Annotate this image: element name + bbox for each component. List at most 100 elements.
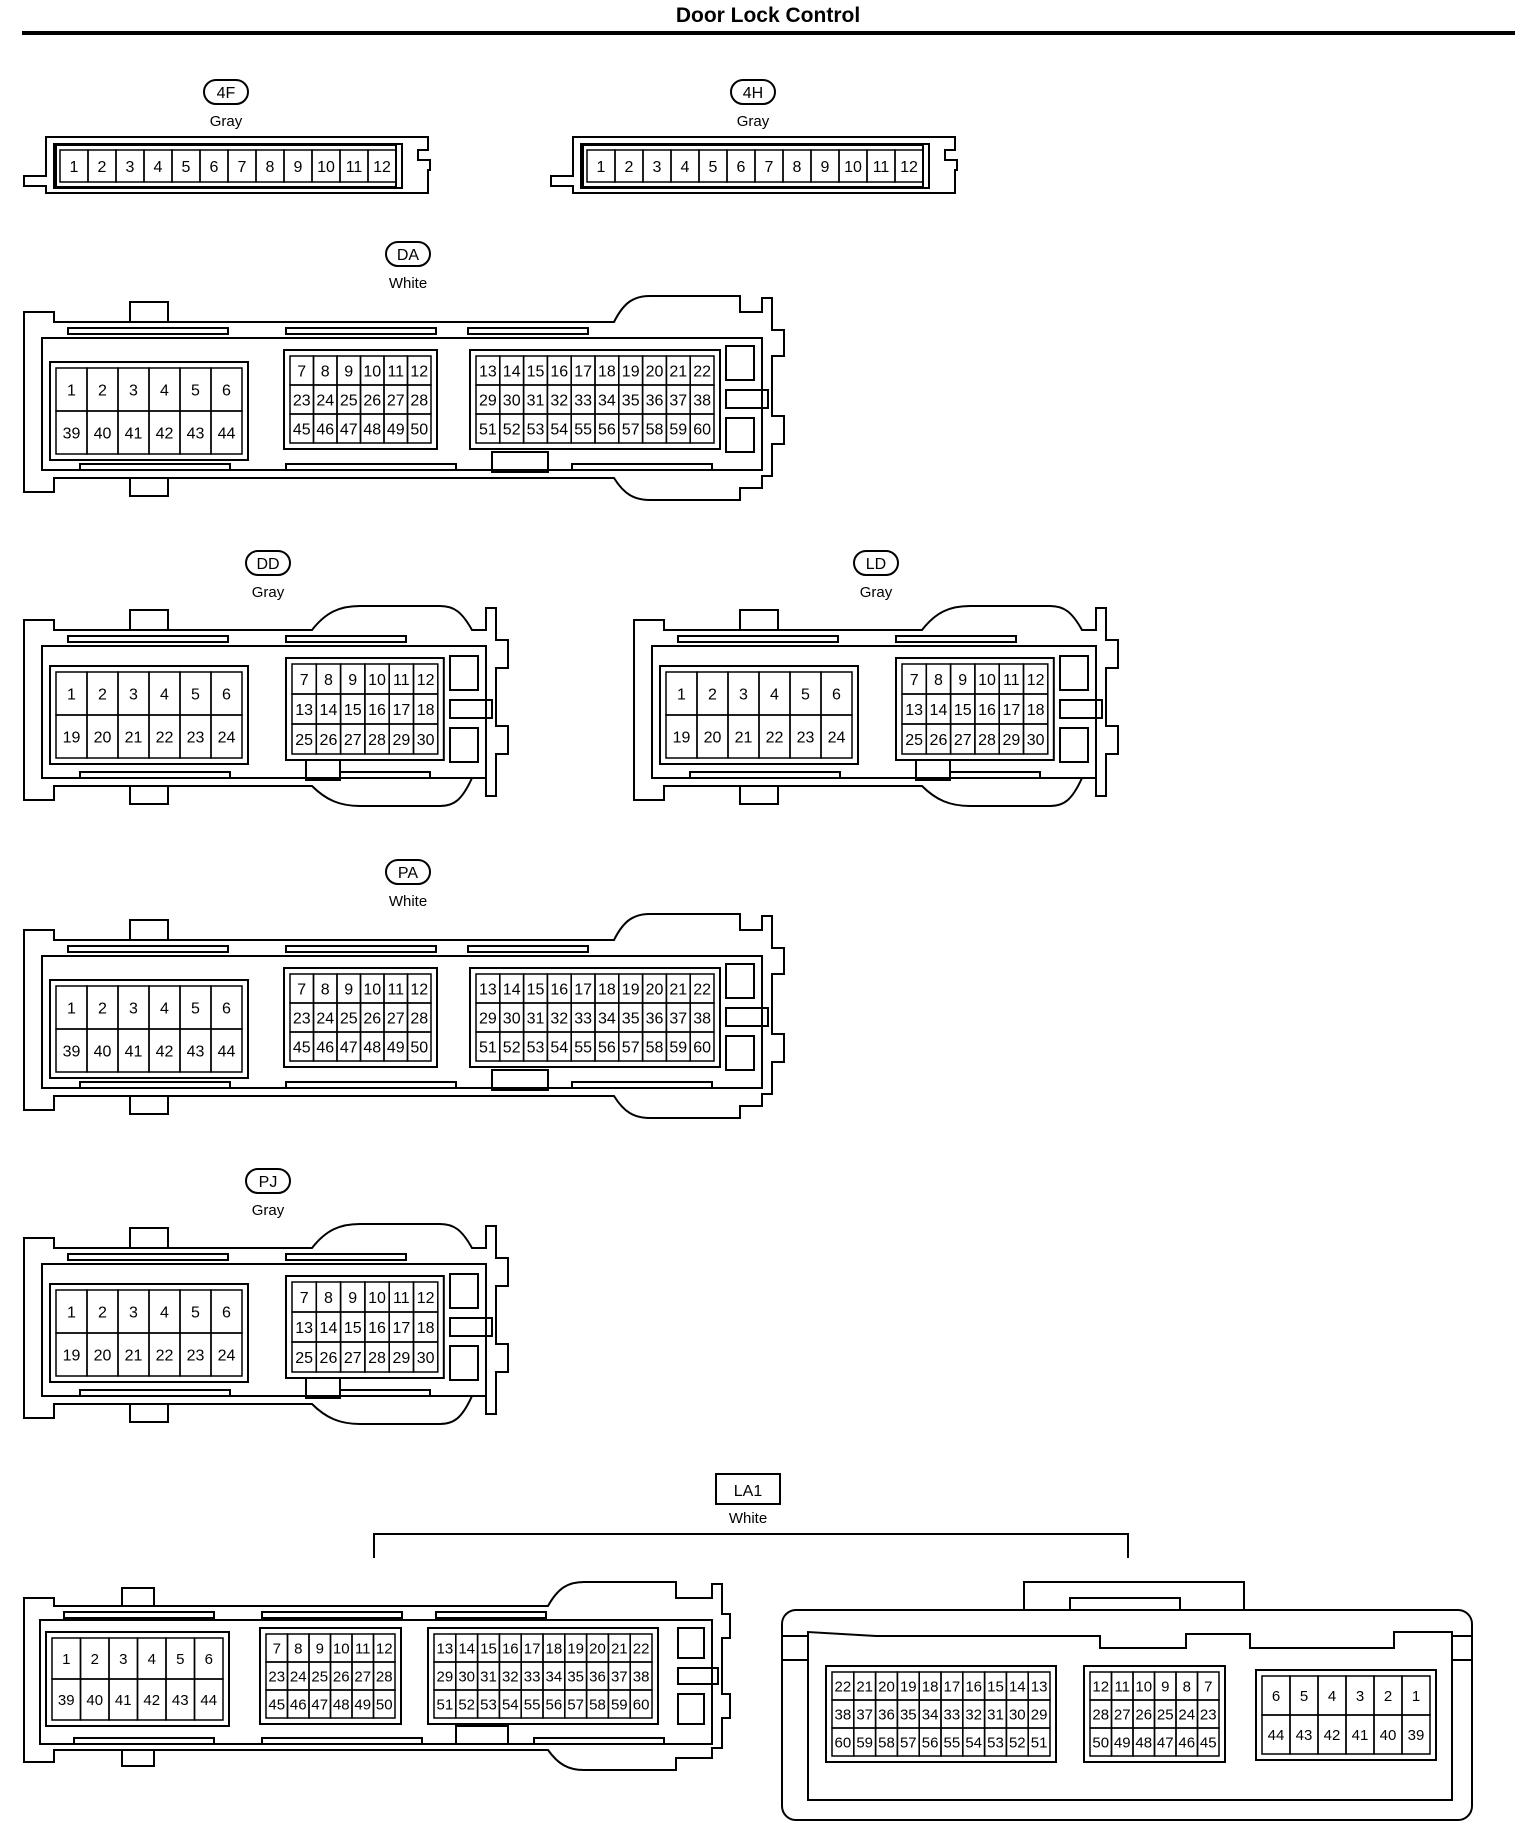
pin-number: 17 [574, 363, 592, 380]
connector-da-id: DA [397, 247, 420, 264]
pin-number: 51 [437, 1696, 454, 1713]
pin-number: 3 [129, 382, 138, 399]
pin-number: 22 [156, 1347, 174, 1364]
pin-number: 8 [1183, 1678, 1191, 1695]
pin-block-frame [285, 657, 445, 761]
pin-number: 14 [1009, 1678, 1026, 1695]
connector-pa-side-slot-1 [725, 963, 755, 999]
connector-pa-side-slot-3 [725, 1035, 755, 1071]
pin-number: 8 [934, 672, 943, 689]
pin-number: 3 [129, 1000, 138, 1017]
pin-number: 2 [98, 686, 107, 703]
connector-pa-rail-top [67, 945, 229, 953]
connector-ld-housing [633, 605, 1119, 807]
connector-la1-female-top-lock [1023, 1581, 1245, 1611]
pin-number: 51 [479, 421, 497, 438]
pin-cell [210, 1028, 243, 1073]
pin-number: 6 [205, 1651, 213, 1668]
pin-cell [210, 1332, 243, 1377]
pin-number: 19 [63, 729, 81, 746]
connector-da-rail-bottom-3 [571, 463, 713, 471]
pin-number: 25 [340, 1010, 358, 1027]
pin-cell [406, 413, 432, 444]
pin-number: 4 [154, 159, 163, 176]
pin-number: 20 [646, 363, 664, 380]
pin-number: 17 [392, 702, 410, 719]
pin-number: 16 [550, 981, 568, 998]
pin-number: 44 [218, 1043, 236, 1060]
pin-number: 11 [873, 159, 890, 176]
pin-number: 27 [344, 732, 362, 749]
pin-number: 27 [954, 732, 972, 749]
pin-number: 29 [1031, 1706, 1048, 1723]
pin-number: 34 [922, 1706, 939, 1723]
connector-pa-id: PA [398, 865, 418, 882]
pin-number: 50 [1092, 1734, 1109, 1751]
connector-pa-key-slot [491, 1069, 549, 1091]
pin-number: 58 [646, 1039, 664, 1056]
pin-number: 38 [693, 392, 711, 409]
pin-number: 22 [693, 363, 711, 380]
pin-cell [210, 714, 243, 759]
pin-number: 19 [63, 1347, 81, 1364]
connector-pj-housing [23, 1223, 509, 1425]
pin-cell [412, 723, 439, 755]
pin-number: 16 [368, 1320, 386, 1337]
connector-ld-rail-bottom-2 [949, 771, 1041, 779]
pin-number: 25 [311, 1668, 328, 1685]
pin-number: 40 [86, 1692, 103, 1709]
pin-number: 11 [393, 1290, 410, 1307]
connector-la1-male-rail-bottom [73, 1737, 215, 1745]
pin-number: 1 [677, 686, 686, 703]
pin-number: 48 [363, 421, 381, 438]
pin-number: 1 [67, 1304, 76, 1321]
connector-da-lock-tab-bottom [129, 477, 169, 497]
pin-number: 24 [218, 1347, 236, 1364]
pin-number: 52 [1009, 1734, 1026, 1751]
pin-block-frame [469, 967, 721, 1068]
pin-block-frame [1083, 1665, 1226, 1763]
pin-number: 2 [98, 159, 107, 176]
connector-dd-lock-tab-bottom [129, 785, 169, 805]
pin-number: 10 [978, 672, 996, 689]
pin-cell [372, 1689, 396, 1719]
pin-number: 29 [479, 1010, 497, 1027]
pin-number: 46 [316, 1039, 334, 1056]
pin-number: 43 [172, 1692, 189, 1709]
pin-number: 34 [546, 1668, 563, 1685]
pin-number: 23 [797, 729, 815, 746]
pin-number: 7 [297, 363, 306, 380]
connector-la1-female-tab-left [781, 1635, 809, 1661]
pin-number: 60 [693, 1039, 711, 1056]
pin-number: 12 [410, 981, 428, 998]
pin-number: 15 [527, 363, 545, 380]
pin-block-frame [49, 1283, 249, 1383]
pin-number: 48 [1135, 1734, 1152, 1751]
pin-number: 18 [417, 702, 435, 719]
pin-number: 10 [317, 159, 335, 176]
pin-number: 43 [1296, 1727, 1313, 1744]
pin-number: 40 [1380, 1727, 1397, 1744]
pin-block-frame [49, 979, 249, 1079]
connector-la1-id: LA1 [734, 1483, 763, 1500]
pin-number: 7 [910, 672, 919, 689]
pin-number: 21 [125, 1347, 143, 1364]
connector-dd-id-badge [245, 550, 291, 576]
pin-number: 1 [67, 1000, 76, 1017]
connector-pj-side-slot-2 [449, 1317, 493, 1337]
pin-number: 5 [191, 1000, 200, 1017]
pin-number: 28 [376, 1668, 393, 1685]
pin-number: 13 [295, 702, 313, 719]
pin-number: 44 [1268, 1727, 1285, 1744]
pin-number: 28 [410, 1010, 428, 1027]
pin-cell [210, 410, 243, 455]
pin-number: 4 [160, 686, 169, 703]
pin-number: 40 [94, 425, 112, 442]
connector-dd-rail-bottom-2 [339, 771, 431, 779]
connector-ld-rail-top [677, 635, 839, 643]
pin-number: 2 [625, 159, 634, 176]
